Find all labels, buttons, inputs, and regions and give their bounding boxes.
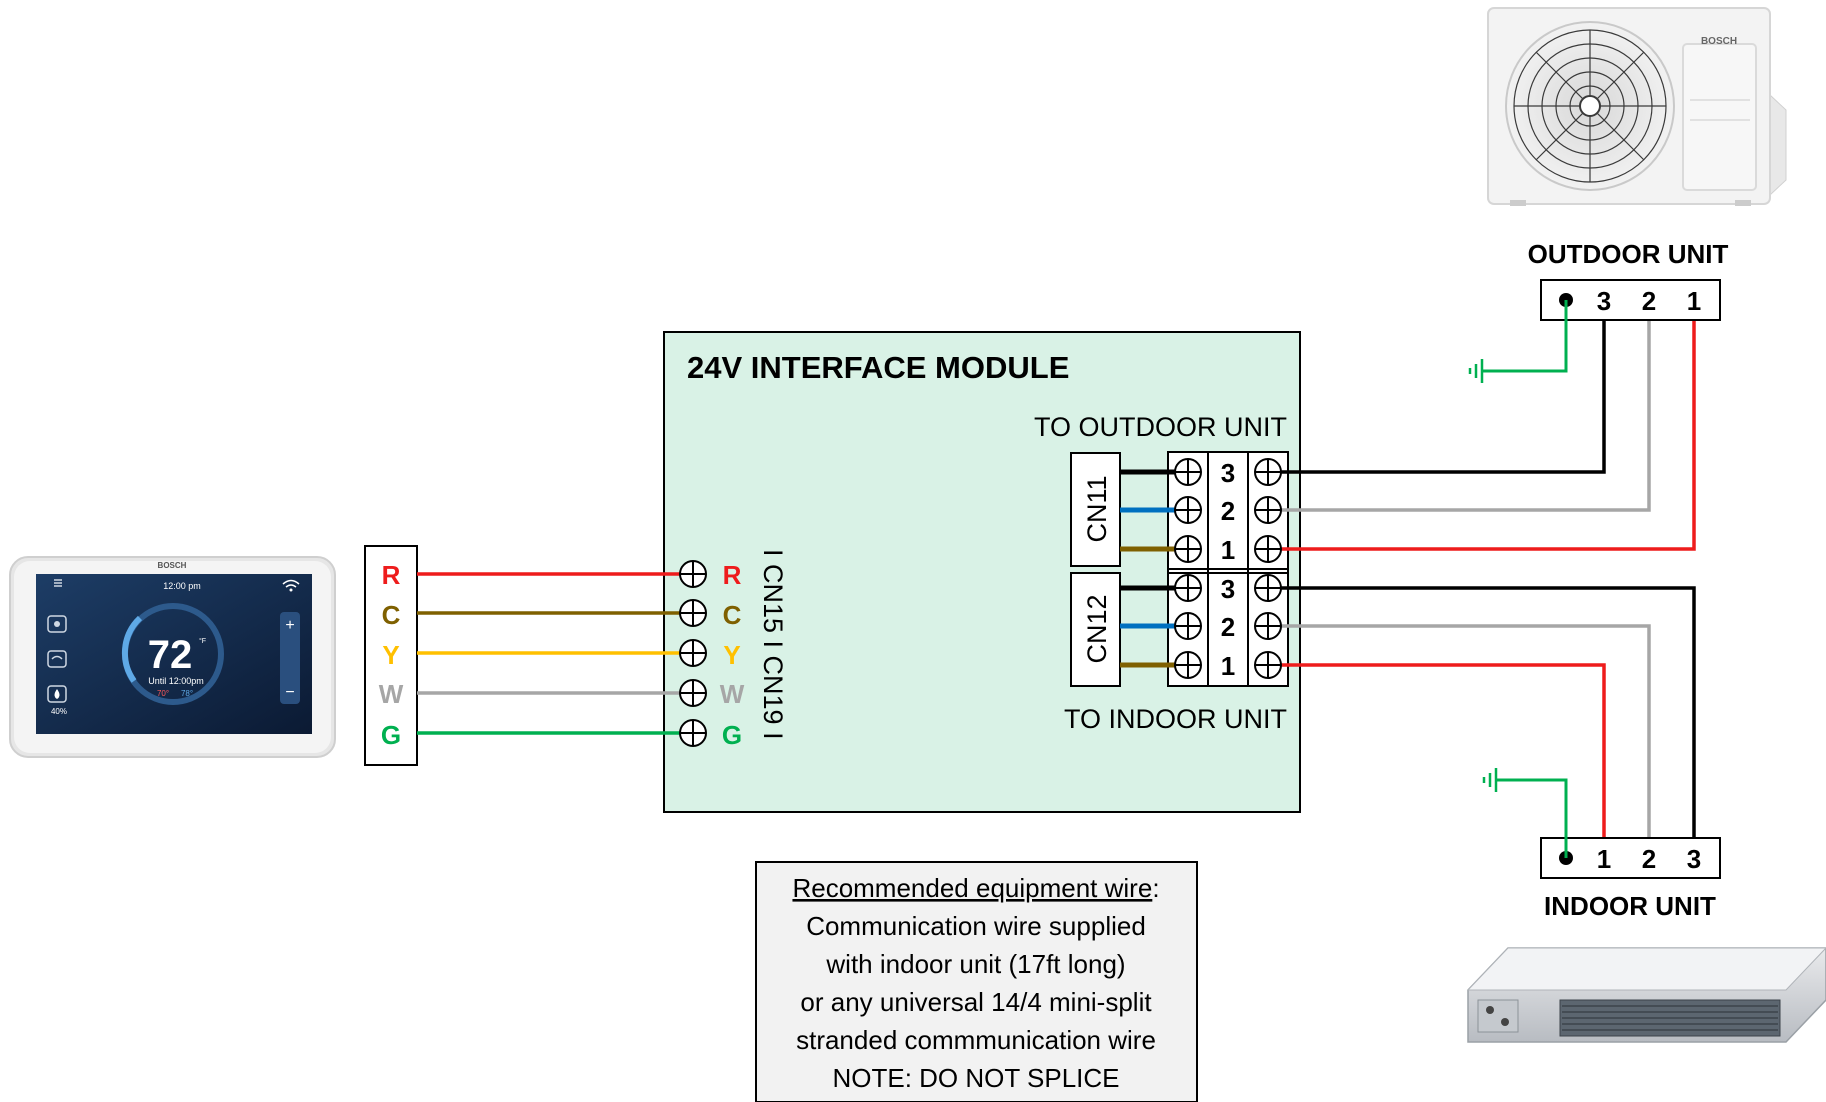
thermostat-time: 12:00 pm: [163, 581, 201, 591]
indoor-ground-icon: [1482, 766, 1498, 794]
indoor-terminal-2: 2: [1642, 844, 1656, 874]
decrease-button[interactable]: −: [285, 684, 294, 701]
note-line-2: with indoor unit (17ft long): [825, 949, 1125, 979]
outdoor-unit-image: BOSCH: [1487, 7, 1787, 206]
cool-setpoint: 78°: [181, 689, 193, 698]
outdoor-brand: BOSCH: [1701, 36, 1737, 47]
humidity-icon: [47, 685, 67, 703]
temperature-dial: [121, 603, 224, 705]
note-heading-line: Recommended equipment wire:: [792, 873, 1159, 903]
outdoor-terminal-3: 3: [1597, 286, 1611, 316]
outdoor-ground-wire: [1482, 300, 1568, 373]
terminal-W: W: [379, 679, 404, 709]
cn12-terminal-2: 2: [1221, 612, 1235, 642]
indoor-terminal-3: 3: [1687, 844, 1701, 874]
indoor-wires: [1268, 586, 1696, 843]
indoor-unit-image: [1466, 947, 1826, 1043]
outdoor-terminal-2: 2: [1642, 286, 1656, 316]
thermostat-wires: [417, 572, 693, 735]
wire-note-box: [755, 861, 1198, 1102]
indoor-terminal-block: [1540, 837, 1721, 879]
outdoor-wires: [1268, 319, 1696, 551]
outdoor-terminal-1: 1: [1687, 286, 1701, 316]
heat-setpoint: 70°: [157, 689, 169, 698]
temperature-value: 72: [148, 633, 193, 677]
outdoor-unit-label: OUTDOOR UNIT: [1528, 239, 1729, 269]
cn11-terminal-3: 3: [1221, 458, 1235, 488]
to-outdoor-label: TO OUTDOOR UNIT: [1034, 412, 1287, 442]
note-heading: Recommended equipment wire: [792, 873, 1152, 903]
note-line-4: stranded commmunication wire: [796, 1025, 1156, 1055]
cn12-connector: [1070, 572, 1121, 687]
module-terminal-R: R: [723, 560, 742, 590]
terminal-C: C: [382, 600, 401, 630]
cn12-terminal-1: 1: [1221, 651, 1235, 681]
cn11-terminal-2: 2: [1221, 496, 1235, 526]
module-terminal-Y: Y: [723, 640, 740, 670]
wifi-icon: [282, 579, 300, 592]
thermostat-screen: [36, 574, 312, 734]
cn15-cn19-label: I CN15 I CN19 I: [758, 549, 788, 740]
humidity-value: 40%: [51, 707, 67, 716]
menu-icon: [54, 579, 62, 587]
outdoor-terminal-block: [1540, 279, 1721, 321]
terminal-R: R: [382, 560, 401, 590]
terminal-G: G: [381, 720, 401, 750]
note-line-5: NOTE: DO NOT SPLICE: [832, 1063, 1119, 1093]
fan-grille-icon: [1513, 29, 1667, 183]
cn12-terminal-3: 3: [1221, 574, 1235, 604]
outdoor-ground-icon: [1468, 357, 1484, 385]
schedule-until: Until 12:00pm: [148, 676, 204, 686]
setpoint-slider[interactable]: [280, 612, 300, 704]
indoor-unit-label: INDOOR UNIT: [1544, 891, 1716, 921]
module-title: 24V INTERFACE MODULE: [687, 350, 1069, 385]
module-terminal-W: W: [720, 679, 745, 709]
cn11-terminal-1: 1: [1221, 535, 1235, 565]
indoor-ground-wire: [1496, 778, 1568, 858]
note-line-1: Communication wire supplied: [806, 911, 1146, 941]
to-indoor-label: TO INDOOR UNIT: [1064, 704, 1287, 734]
thermostat-terminal-block: R C Y W G: [364, 545, 418, 766]
cn11-label: CN11: [1082, 475, 1112, 542]
note-line-3: or any universal 14/4 mini-split: [800, 987, 1152, 1017]
cn11-connector: [1070, 452, 1121, 567]
thermostat-brand: BOSCH: [158, 561, 187, 570]
cn12-label: CN12: [1082, 594, 1112, 663]
mode-icon: [47, 615, 67, 633]
increase-button[interactable]: +: [285, 617, 294, 634]
module-terminal-block: [1167, 451, 1289, 687]
temperature-unit: °F: [199, 637, 206, 645]
fan-mode-icon: [47, 650, 67, 668]
note-heading-suffix: :: [1152, 873, 1159, 903]
indoor-terminal-1: 1: [1597, 844, 1611, 874]
thermostat: BOSCH 12:00 pm 40% 72: [9, 556, 336, 758]
terminal-Y: Y: [382, 640, 399, 670]
module-terminal-C: C: [723, 600, 742, 630]
module-terminal-G: G: [722, 720, 742, 750]
